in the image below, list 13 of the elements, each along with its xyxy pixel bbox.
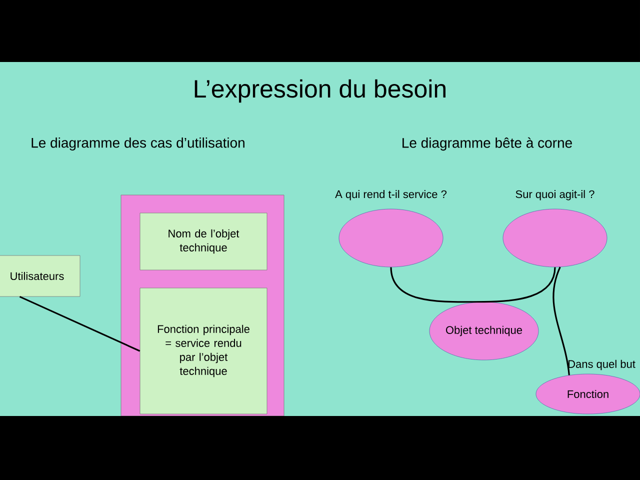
section-heading: Le diagramme des cas d’utilisation [32, 137, 244, 151]
connector-line [484, 267, 556, 303]
connector-line [19, 296, 140, 352]
connector-line [552, 266, 570, 376]
function-box: Fonction principale = service rendu par l’objet technique [140, 288, 268, 414]
section-heading: Le diagramme bête à corne [402, 137, 572, 151]
node-label: A qui rend t-il service ? [335, 190, 447, 200]
question-label: Dans quel but [568, 360, 636, 370]
actor-box: Utilisateurs [0, 255, 80, 297]
connector-line [390, 267, 484, 303]
title: L’expression du besoin [194, 79, 446, 103]
node-label: Sur quoi agit-il ? [516, 190, 594, 200]
function-box: Nom de l’objet technique [140, 212, 268, 270]
